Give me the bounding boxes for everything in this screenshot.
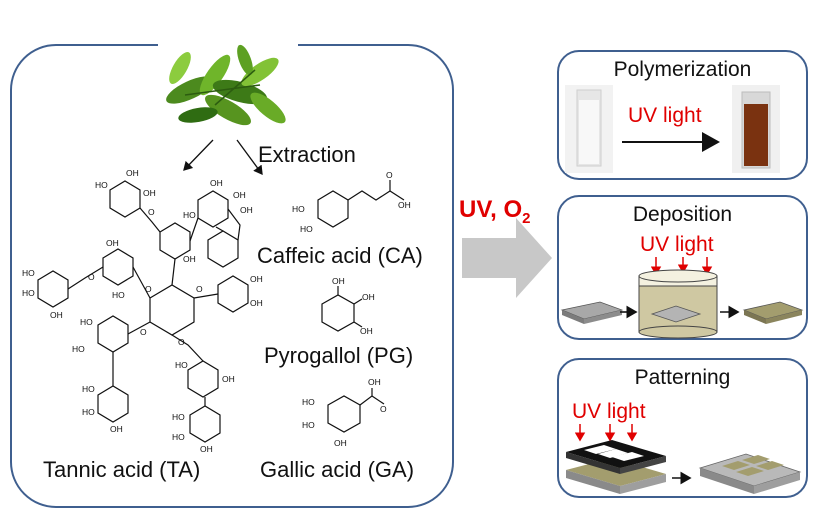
- polymerization-title: Polymerization: [613, 58, 752, 81]
- polymerization-uv-label: UV light: [628, 104, 702, 127]
- gallic-acid-label: Gallic acid (GA): [260, 457, 415, 482]
- svg-text:HO: HO: [80, 317, 93, 327]
- svg-text:HO: HO: [22, 288, 35, 298]
- svg-text:OH: OH: [250, 298, 263, 308]
- svg-text:HO: HO: [112, 290, 125, 300]
- caffeic-acid-label: Caffeic acid (CA): [257, 243, 423, 268]
- svg-text:HO: HO: [300, 224, 313, 234]
- svg-text:HO: HO: [183, 210, 196, 220]
- svg-text:HO: HO: [172, 412, 185, 422]
- patterning-uv-label: UV light: [572, 400, 646, 423]
- svg-text:OH: OH: [110, 424, 123, 434]
- svg-text:HO: HO: [302, 397, 315, 407]
- svg-text:O: O: [386, 170, 393, 180]
- svg-text:O: O: [148, 207, 155, 217]
- svg-text:OH: OH: [368, 377, 381, 387]
- svg-text:HO: HO: [82, 407, 95, 417]
- svg-text:OH: OH: [240, 205, 253, 215]
- svg-text:OH: OH: [210, 178, 223, 188]
- reaction-label: UV, O2: [459, 196, 530, 227]
- svg-text:OH: OH: [106, 238, 119, 248]
- reaction-label-main: UV, O: [459, 196, 523, 223]
- svg-text:O: O: [196, 284, 203, 294]
- tannic-acid-label: Tannic acid (TA): [43, 457, 201, 482]
- deposition-title: Deposition: [632, 203, 733, 226]
- svg-text:OH: OH: [233, 190, 246, 200]
- deposition-uv-label: UV light: [640, 233, 714, 256]
- svg-text:HO: HO: [172, 432, 185, 442]
- svg-text:O: O: [140, 327, 147, 337]
- svg-text:HO: HO: [22, 268, 35, 278]
- reaction-label-subscript: 2: [522, 209, 531, 227]
- svg-text:HO: HO: [72, 344, 85, 354]
- svg-text:OH: OH: [200, 444, 213, 454]
- svg-text:OH: OH: [250, 274, 263, 284]
- svg-text:OH: OH: [334, 438, 347, 448]
- svg-text:OH: OH: [332, 276, 345, 286]
- patterning-title: Patterning: [634, 366, 731, 389]
- svg-text:HO: HO: [175, 360, 188, 370]
- svg-text:OH: OH: [143, 188, 156, 198]
- svg-text:O: O: [380, 404, 387, 414]
- extraction-label: Extraction: [258, 142, 356, 167]
- svg-text:OH: OH: [183, 254, 196, 264]
- svg-text:O: O: [178, 337, 185, 347]
- svg-text:HO: HO: [82, 384, 95, 394]
- svg-text:O: O: [88, 272, 95, 282]
- svg-text:OH: OH: [126, 168, 139, 178]
- svg-text:HO: HO: [292, 204, 305, 214]
- svg-text:HO: HO: [302, 420, 315, 430]
- svg-text:OH: OH: [360, 326, 373, 336]
- svg-text:OH: OH: [50, 310, 63, 320]
- svg-text:HO: HO: [95, 180, 108, 190]
- svg-text:OH: OH: [222, 374, 235, 384]
- pyrogallol-label: Pyrogallol (PG): [264, 343, 414, 368]
- svg-text:O: O: [145, 284, 152, 294]
- svg-text:OH: OH: [362, 292, 375, 302]
- svg-text:OH: OH: [398, 200, 411, 210]
